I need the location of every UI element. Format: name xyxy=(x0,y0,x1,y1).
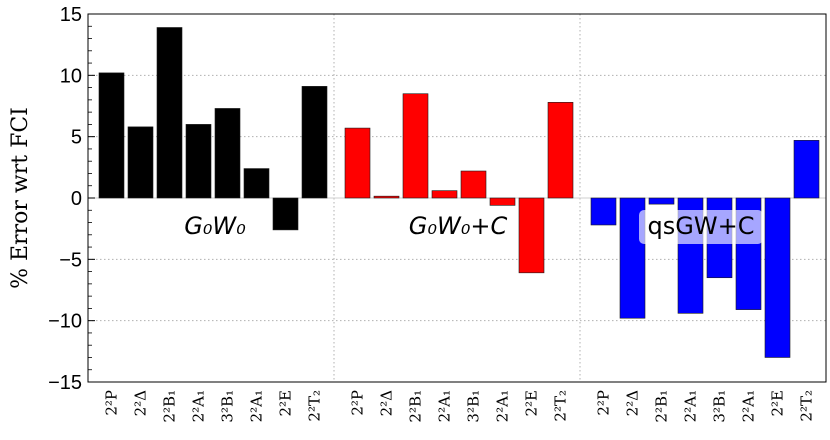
x-tick-label: 2²B₁ xyxy=(653,390,671,423)
y-tick-label: 15 xyxy=(60,4,82,26)
x-tick-label: 2²A₁ xyxy=(682,390,700,422)
group-label: G₀W₀+C xyxy=(409,212,508,240)
y-tick-label: −15 xyxy=(48,372,82,394)
group-label-backdrop xyxy=(639,210,763,244)
bar xyxy=(547,102,574,199)
x-tick-label: 2²P xyxy=(595,390,613,416)
bar xyxy=(127,126,154,199)
bar xyxy=(214,108,241,199)
y-tick-label: 5 xyxy=(71,127,82,149)
y-tick-label: 0 xyxy=(71,188,82,210)
bar xyxy=(301,86,328,199)
bar xyxy=(373,195,400,199)
group-label: qsGW+C xyxy=(648,212,755,240)
y-tick-label: 10 xyxy=(60,65,82,87)
x-tick-label: 2²A₁ xyxy=(494,390,512,422)
bar xyxy=(185,124,212,199)
bars xyxy=(98,27,820,358)
bar xyxy=(98,72,125,199)
bar xyxy=(243,168,270,199)
group-label: G₀W₀ xyxy=(184,212,246,240)
bar xyxy=(431,190,458,199)
bar xyxy=(272,197,299,231)
bar xyxy=(460,170,487,199)
x-tick-label: 2²T₂ xyxy=(798,390,816,422)
bar xyxy=(489,197,516,206)
bar xyxy=(648,197,675,205)
x-tick-label: 3²B₁ xyxy=(465,390,483,423)
bar xyxy=(518,197,545,274)
labels: −15 −10 −5 0 5 10 15 2²P 2²Δ 2²B₁ 2²A₁ 3²B₁ 2²A₁ 2²E 2… xyxy=(48,4,815,423)
x-tick-label: 2²T₂ xyxy=(552,390,570,422)
x-tick-label: 2²B₁ xyxy=(407,390,425,423)
x-tick-label: 2²Δ xyxy=(624,390,642,417)
plot-frame xyxy=(87,13,827,383)
x-tick-label: 3²B₁ xyxy=(711,390,729,423)
x-tick-label: 2²Δ xyxy=(132,390,150,417)
y-tick-label: −10 xyxy=(48,311,82,333)
x-tick-label: 2²E xyxy=(277,390,295,417)
x-tick-label: 3²B₁ xyxy=(219,390,237,423)
bar xyxy=(344,127,371,199)
x-tick-label: 2²A₁ xyxy=(740,390,758,422)
y-axis-label: % Error wrt FCI xyxy=(8,107,33,289)
x-tick-label: 2²P xyxy=(349,390,367,416)
x-tick-label: 2²A₁ xyxy=(248,390,266,422)
x-tick-label: 2²B₁ xyxy=(161,390,179,423)
bar xyxy=(764,197,791,358)
x-tick-label: 2²Δ xyxy=(378,390,396,417)
bar xyxy=(156,27,183,199)
x-tick-label: 2²P xyxy=(103,390,121,416)
x-tick-label: 2²T₂ xyxy=(306,390,324,422)
x-tick-label: 2²A₁ xyxy=(436,390,454,422)
x-tick-label: 2²E xyxy=(769,390,787,417)
x-tick-label: 2²A₁ xyxy=(190,390,208,422)
x-tick-label: 2²E xyxy=(523,390,541,417)
bar xyxy=(402,93,429,199)
y-tick-label: −5 xyxy=(59,249,82,271)
group-label-backdrop xyxy=(402,210,514,244)
bar xyxy=(590,197,617,226)
bar xyxy=(793,140,820,199)
